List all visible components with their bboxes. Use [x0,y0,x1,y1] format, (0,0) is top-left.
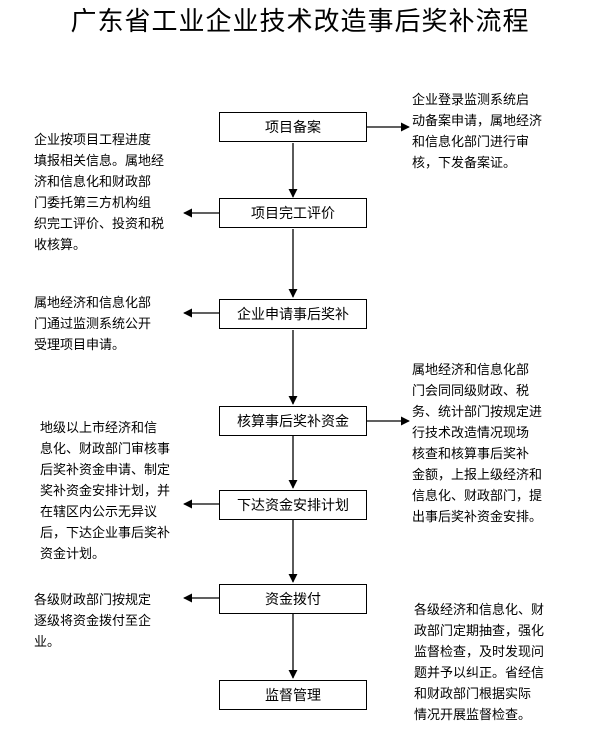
step-supervision: 监督管理 [219,680,367,710]
note-plan: 地级以上市经济和信 息化、财政部门审核事 后奖补资金申请、制定 奖补资金安排计划… [40,421,171,562]
step-issue-plan: 下达资金安排计划 [219,490,367,520]
page-title: 广东省工业企业技术改造事后奖补流程 [70,7,530,37]
step-calculate-reward: 核算事后奖补资金 [219,406,367,436]
note-supervision: 各级经济和信息化、财 政部门定期抽查，强化 监督检查，及时发现问 题并予以纠正。… [414,603,545,723]
note-application: 属地经济和信息化部 门通过监测系统公开 受理项目申请。 [34,296,152,353]
note-accounting: 属地经济和信息化部 门会同同级财政、税 务、统计部门按规定进 行技术改造情况现场… [412,363,543,525]
note-filing: 企业登录监测系统启 动备案申请，属地经济 和信息化部门进行审 核，下发备案证。 [412,93,543,171]
step-disburse-funds: 资金拨付 [219,584,367,614]
step-completion-evaluation: 项目完工评价 [219,198,367,228]
note-disbursement: 各级财政部门按规定 逐级将资金拨付至企 业。 [34,593,152,650]
step-apply-reward: 企业申请事后奖补 [219,299,367,329]
step-project-filing: 项目备案 [219,112,367,142]
note-completion: 企业按项目工程进度 填报相关信息。属地经 济和信息化和财政部 门委托第三方机构组… [34,133,165,253]
